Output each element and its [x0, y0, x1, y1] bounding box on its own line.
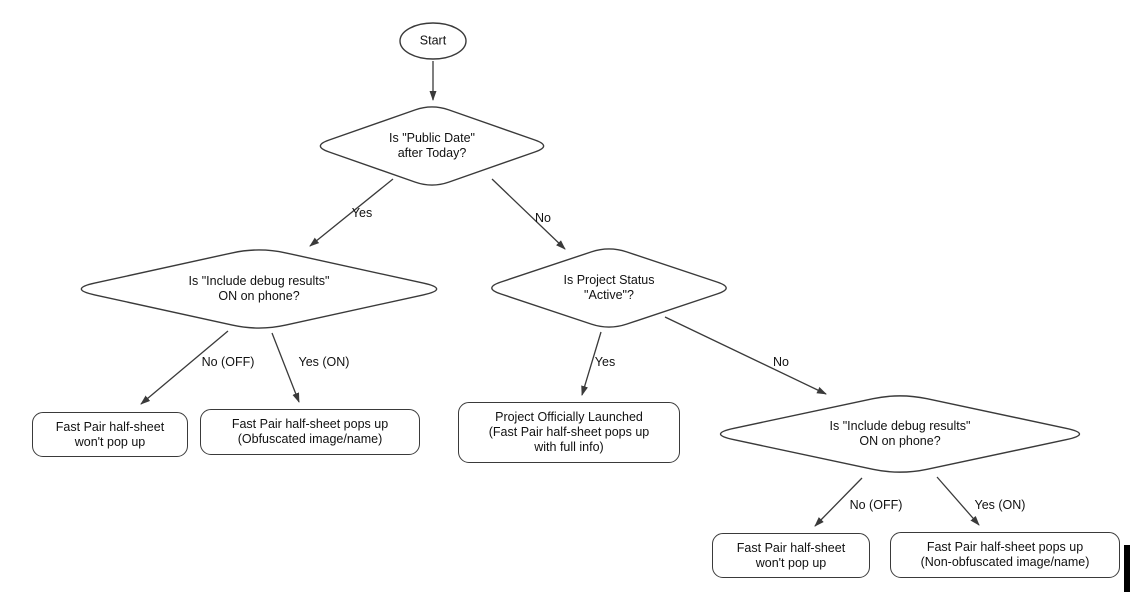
decision-project-status-label: Is Project Status "Active"? — [563, 273, 655, 302]
edge-no-to-project-status — [491, 178, 566, 250]
edge-label-no-off-left: No (OFF) — [201, 355, 255, 369]
edge-yes-on-to-non-obfuscated — [936, 476, 980, 526]
edge-label-yes-on-left: Yes (ON) — [298, 355, 350, 369]
decision-debug-right-label: Is "Include debug results" ON on phone? — [829, 419, 971, 448]
outcome-wont-popup-right: Fast Pair half-sheet won't pop up — [712, 533, 870, 578]
edge-no-off-to-wont-popup-left — [140, 330, 229, 405]
decision-public-date-shape — [319, 106, 545, 186]
edge-yes-on-to-obfuscated — [271, 332, 300, 403]
outcome-wont-popup-left: Fast Pair half-sheet won't pop up — [32, 412, 188, 457]
edge-label-yes-on-right: Yes (ON) — [974, 498, 1026, 512]
edge-label-no-off-right: No (OFF) — [849, 498, 903, 512]
edge-yes-to-launched — [581, 331, 602, 396]
decision-public-date-label: Is "Public Date" after Today? — [389, 131, 475, 160]
outcome-non-obfuscated: Fast Pair half-sheet pops up (Non-obfusc… — [890, 532, 1120, 578]
decision-debug-right-shape — [719, 395, 1081, 473]
decision-project-status-shape — [491, 248, 727, 328]
edge-no-to-debug-right — [664, 316, 827, 395]
text-cursor-artifact — [1124, 545, 1130, 592]
edge-no-off-to-wont-popup-right — [814, 477, 863, 527]
edge-label-yes-mid: Yes — [594, 355, 616, 369]
decision-debug-left-shape — [80, 249, 438, 329]
start-node-label: Start — [419, 33, 447, 48]
outcome-launched: Project Officially Launched (Fast Pair h… — [458, 402, 680, 463]
outcome-obfuscated: Fast Pair half-sheet pops up (Obfuscated… — [200, 409, 420, 455]
edge-yes-to-debug-left — [309, 178, 394, 247]
edge-label-no-mid: No — [773, 355, 789, 369]
edge-label-no-right: No — [535, 211, 551, 225]
start-node-shape — [399, 22, 467, 60]
edge-label-yes-left: Yes — [351, 206, 373, 220]
decision-debug-left-label: Is "Include debug results" ON on phone? — [188, 274, 330, 303]
